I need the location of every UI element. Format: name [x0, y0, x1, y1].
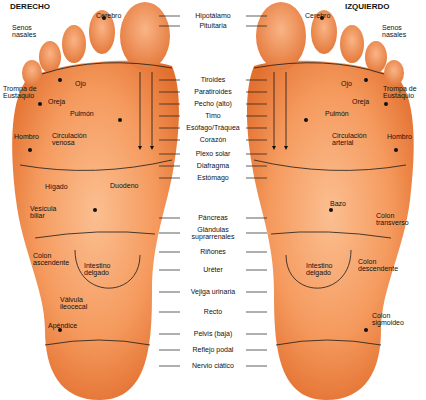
zone-dots: [28, 16, 122, 332]
organ-label: Páncreas: [183, 214, 243, 221]
foot-heading: DERECHO: [10, 3, 50, 11]
organ-label: Esófago/Tráquea: [183, 124, 243, 131]
spine-arrow: [152, 72, 153, 148]
big-toe: [120, 2, 170, 70]
toe: [22, 60, 42, 86]
organ-label: Hombro: [387, 133, 412, 140]
organ-label: Tiroides: [183, 76, 243, 83]
organ-label: Glándulas suprarrenales: [183, 226, 243, 241]
organ-label: Uréter: [183, 266, 243, 273]
organ-label: Colon descendente: [358, 258, 400, 273]
diaphragm-line: [20, 160, 172, 170]
zone-lines: [20, 63, 172, 345]
organ-label: Oreja: [352, 98, 369, 105]
organ-label: Ojo: [341, 80, 352, 87]
foot-sole-mirrored: [247, 2, 414, 400]
organ-label: Intestino delgado: [84, 262, 120, 277]
organ-label: Colon transverso: [376, 212, 410, 227]
toe: [39, 41, 61, 73]
foot-heading: IZQUIERDO: [345, 3, 389, 11]
organ-label: Hombro: [14, 133, 39, 140]
organ-label: Corazón: [183, 136, 243, 143]
organ-label: Riñones: [183, 248, 243, 255]
organ-label: Reflejo podal: [183, 346, 243, 353]
organ-label: Válvula ileocecal: [60, 296, 96, 311]
organ-label: Circulación venosa: [52, 132, 94, 147]
organ-label: Colon ascendente: [33, 252, 71, 267]
center-leaders: [159, 16, 267, 366]
organ-label: Pituitaria: [183, 22, 243, 29]
organ-label: Duodeno: [110, 182, 138, 189]
sole-shape: [12, 61, 179, 400]
organ-label: Intestino delgado: [306, 262, 342, 277]
organ-label: Apéndice: [48, 322, 77, 329]
organ-label: Paratiroides: [183, 88, 243, 95]
organ-label: Pulmón: [325, 110, 349, 117]
organ-label: Bazo: [330, 200, 346, 207]
organ-label: Senos nasales: [382, 24, 412, 39]
organ-label: Colon sigmoideo: [372, 312, 408, 327]
waist-line: [35, 232, 155, 238]
organ-label: Pulmón: [70, 110, 94, 117]
organ-label: Nervio ciático: [183, 362, 243, 369]
organ-label: Cerebro: [305, 12, 330, 19]
organ-label: Hipotálamo: [183, 12, 243, 19]
organ-label: Recto: [183, 308, 243, 315]
spine-arrow: [140, 72, 141, 148]
organ-label: Trompa de Eustaquio: [3, 85, 41, 100]
foot-sole: [12, 2, 179, 400]
organ-label: Estómago: [183, 174, 243, 181]
toe: [62, 25, 86, 63]
organ-label: Vesícula biliar: [30, 205, 64, 220]
organ-label: Pelvis (baja): [183, 330, 243, 337]
organ-label: Cerebro: [96, 12, 121, 19]
toe-line: [42, 63, 172, 74]
organ-label: Plexo solar: [183, 150, 243, 157]
organ-label: Pecho (alto): [183, 100, 243, 107]
organ-label: Trompa de Eustaquio: [383, 85, 421, 100]
organ-label: Hígado: [45, 183, 68, 190]
organ-label: Diafragma: [183, 162, 243, 169]
organ-label: Oreja: [48, 98, 65, 105]
organ-label: Senos nasales: [12, 24, 42, 39]
organ-label: Circulación arterial: [332, 132, 374, 147]
intestine-loop: [75, 250, 140, 288]
organ-label: Timo: [183, 112, 243, 119]
organ-label: Ojo: [75, 80, 86, 87]
pelvic-line: [45, 340, 150, 345]
organ-label: Vejiga urinaria: [183, 288, 243, 295]
